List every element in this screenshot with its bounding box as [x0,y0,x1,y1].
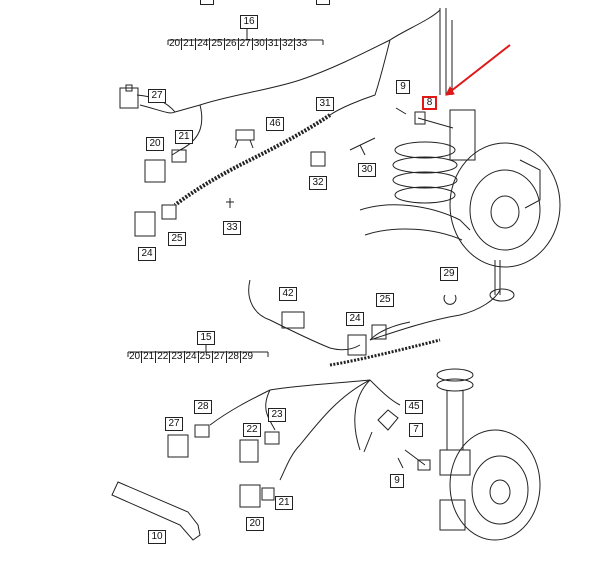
label-31: 31 [316,97,334,111]
label-23: 23 [268,408,286,422]
label-45: 45 [405,400,423,414]
connector-20b [239,484,261,508]
label-46: 46 [266,117,284,131]
label-24-upper: 24 [138,247,156,261]
connector-28 [194,424,210,438]
label-10: 10 [148,530,166,544]
label-30: 30 [358,163,376,177]
connector-22 [239,439,259,463]
lower-harness-5 [209,389,271,426]
upper-harness-2 [329,39,391,116]
label-21-lower: 21 [275,496,293,510]
connector-21b [261,487,275,501]
lower-strut [436,368,474,476]
lower-harness-3 [354,379,371,451]
label-22: 22 [243,423,261,437]
label-25-lower: 25 [376,293,394,307]
label-25-upper: 25 [168,232,186,246]
grease-tube-10 [111,481,201,541]
group16-bracket [167,28,324,45]
bracket-45 [363,409,399,453]
shock-link [414,111,454,129]
shock-rod [439,8,453,95]
label-7: 7 [409,423,423,437]
lower-harness-2 [369,379,401,406]
control-arm [359,204,471,241]
label-32: 32 [309,176,327,190]
label-9-upper: 9 [396,80,410,94]
callout-arrow [445,44,511,96]
label-1-clipped: 1 [200,0,214,5]
label-21-upper: 21 [175,130,193,144]
lower-harness-mid [369,321,411,341]
lower-harness-1 [269,379,371,391]
connector-27a [119,84,139,109]
connector-24a [134,211,156,237]
label-2-clipped: 2 [316,0,330,5]
upper-brake-disc [449,142,561,268]
label-42: 42 [279,287,297,301]
connector-27b [167,434,189,458]
label-9-lower: 9 [390,474,404,488]
connector-23 [264,431,280,445]
label-20-upper: 20 [146,137,164,151]
connector-25a [161,204,177,220]
label-28: 28 [194,400,212,414]
label-29: 29 [440,267,458,281]
bolt-9a [395,107,407,115]
coil-spring [392,141,458,204]
sensor-7 [404,449,431,471]
bracket-32 [310,151,326,167]
shock-body [449,109,476,161]
clip-29 [443,294,457,305]
label-15: 15 [197,331,215,345]
grommet-lower [489,260,515,302]
lower-harness-4 [279,379,371,481]
label-20-lower: 20 [246,517,264,531]
label-27-lower: 27 [165,417,183,431]
cable-tie-30 [349,137,376,156]
label-8-highlighted: 8 [422,96,437,110]
label-16: 16 [240,15,258,29]
upper-harness-branch [139,104,176,114]
sensor-42 [281,311,305,329]
connector-25b [371,324,387,340]
lower-harness-main [369,289,501,341]
clip-46 [234,129,255,149]
corrugated-tube-lower [329,338,441,367]
connector-24b [347,334,367,356]
bolt-9b [397,457,404,469]
lower-harness-6 [265,389,276,431]
label-24-lower: 24 [346,312,364,326]
connector-21a [171,149,187,163]
corrugated-tube-31 [173,113,332,207]
label-27-upper: 27 [148,89,166,103]
upper-harness-main [174,9,441,113]
connector-20a [144,159,166,183]
lower-brake-disc [439,429,541,541]
label-33: 33 [223,221,241,235]
clip-33 [226,198,234,208]
